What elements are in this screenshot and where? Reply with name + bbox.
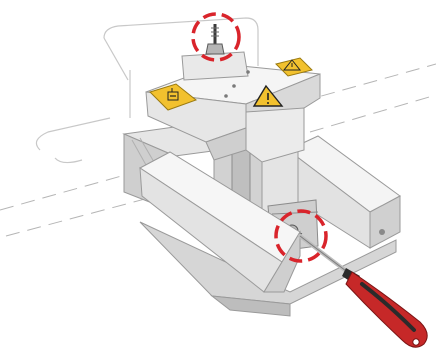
mount-hole-icon <box>379 229 385 235</box>
screwdriver-icon <box>300 236 427 347</box>
top-bolt <box>206 24 224 54</box>
hex-nut-icon <box>206 44 224 54</box>
